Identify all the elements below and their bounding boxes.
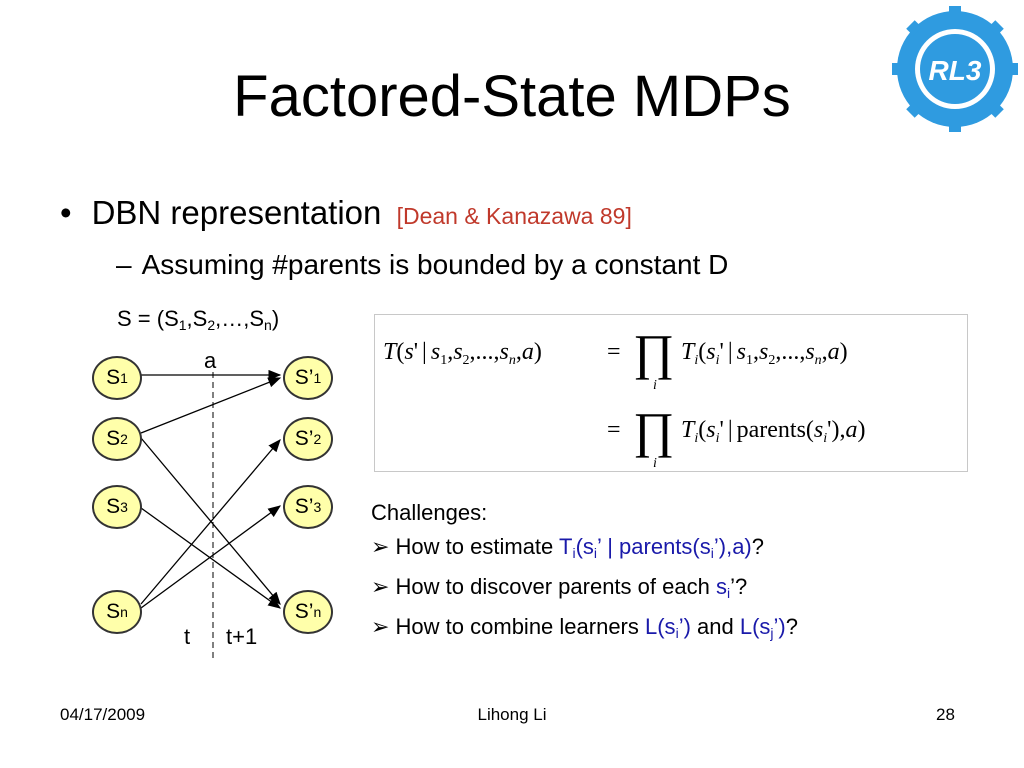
challenge-item: ➢ How to discover parents of each si’? <box>371 574 748 601</box>
challenges-block: Challenges: ➢ How to estimate Ti(si’ | p… <box>371 496 798 650</box>
subbullet-text: Assuming #parents is bounded by a consta… <box>141 249 729 280</box>
svg-text:i: i <box>653 378 657 393</box>
svg-text:∏: ∏ <box>633 402 674 458</box>
challenges-heading: Challenges: <box>371 500 488 525</box>
time-t-label: t <box>184 624 191 649</box>
svg-text:=: = <box>607 339 621 365</box>
formula-math: T(s'|s1,s2,...,sn,a) = ∏ i Ti(si'|s1,s2,… <box>383 324 865 471</box>
edge-sn-s2p <box>140 439 281 605</box>
svg-text:=: = <box>607 417 621 443</box>
challenge-item: ➢ How to estimate Ti(si’ | parents(si’),… <box>371 534 765 561</box>
action-label: a <box>204 348 217 373</box>
svg-text:∏: ∏ <box>633 324 674 380</box>
svg-text:RL3: RL3 <box>929 55 982 86</box>
edge-sn-s3p <box>140 505 282 609</box>
state-set-label: S = (S1,S2,…,Sn) <box>117 306 280 333</box>
footer-date: 04/17/2009 <box>60 705 146 724</box>
node-s2-prime: S’2 <box>283 417 333 461</box>
footer-page-number: 28 <box>936 705 955 724</box>
node-sn-prime: S’n <box>283 590 333 634</box>
challenge-item: ➢ How to combine learners L(si’) and L(s… <box>371 614 798 641</box>
svg-text:Ti(si'|parents(si'),a): Ti(si'|parents(si'),a) <box>681 417 865 446</box>
bullet-text: DBN representation <box>91 194 382 231</box>
rl3-logo: RL3 <box>892 6 1018 132</box>
dash-icon: – <box>116 249 132 280</box>
node-s1-prime: S’1 <box>283 356 333 400</box>
bullet-dot-icon: • <box>60 194 72 231</box>
citation: [Dean & Kanazawa 89] <box>396 203 632 229</box>
edge-s3-snp <box>140 507 282 609</box>
subbullet: –Assuming #parents is bounded by a const… <box>116 247 728 283</box>
time-t1-label: t+1 <box>226 624 258 649</box>
slide-title: Factored-State MDPs <box>233 64 791 129</box>
logo-gear-icon: RL3 <box>892 6 1018 132</box>
svg-text:Ti(si'|s1,s2,...,sn,a): Ti(si'|s1,s2,...,sn,a) <box>681 339 848 368</box>
bullet-dbn: • DBN representation [Dean & Kanazawa 89] <box>60 193 632 236</box>
edge-s2-s1p <box>140 377 282 434</box>
svg-text:i: i <box>653 456 657 471</box>
footer-author: Lihong Li <box>477 705 547 724</box>
svg-text:T(s'|s1,s2,...,sn,a): T(s'|s1,s2,...,sn,a) <box>383 339 542 368</box>
node-s3-prime: S’3 <box>283 485 333 529</box>
transition-formula: T(s'|s1,s2,...,sn,a) = ∏ i Ti(si'|s1,s2,… <box>374 314 968 472</box>
